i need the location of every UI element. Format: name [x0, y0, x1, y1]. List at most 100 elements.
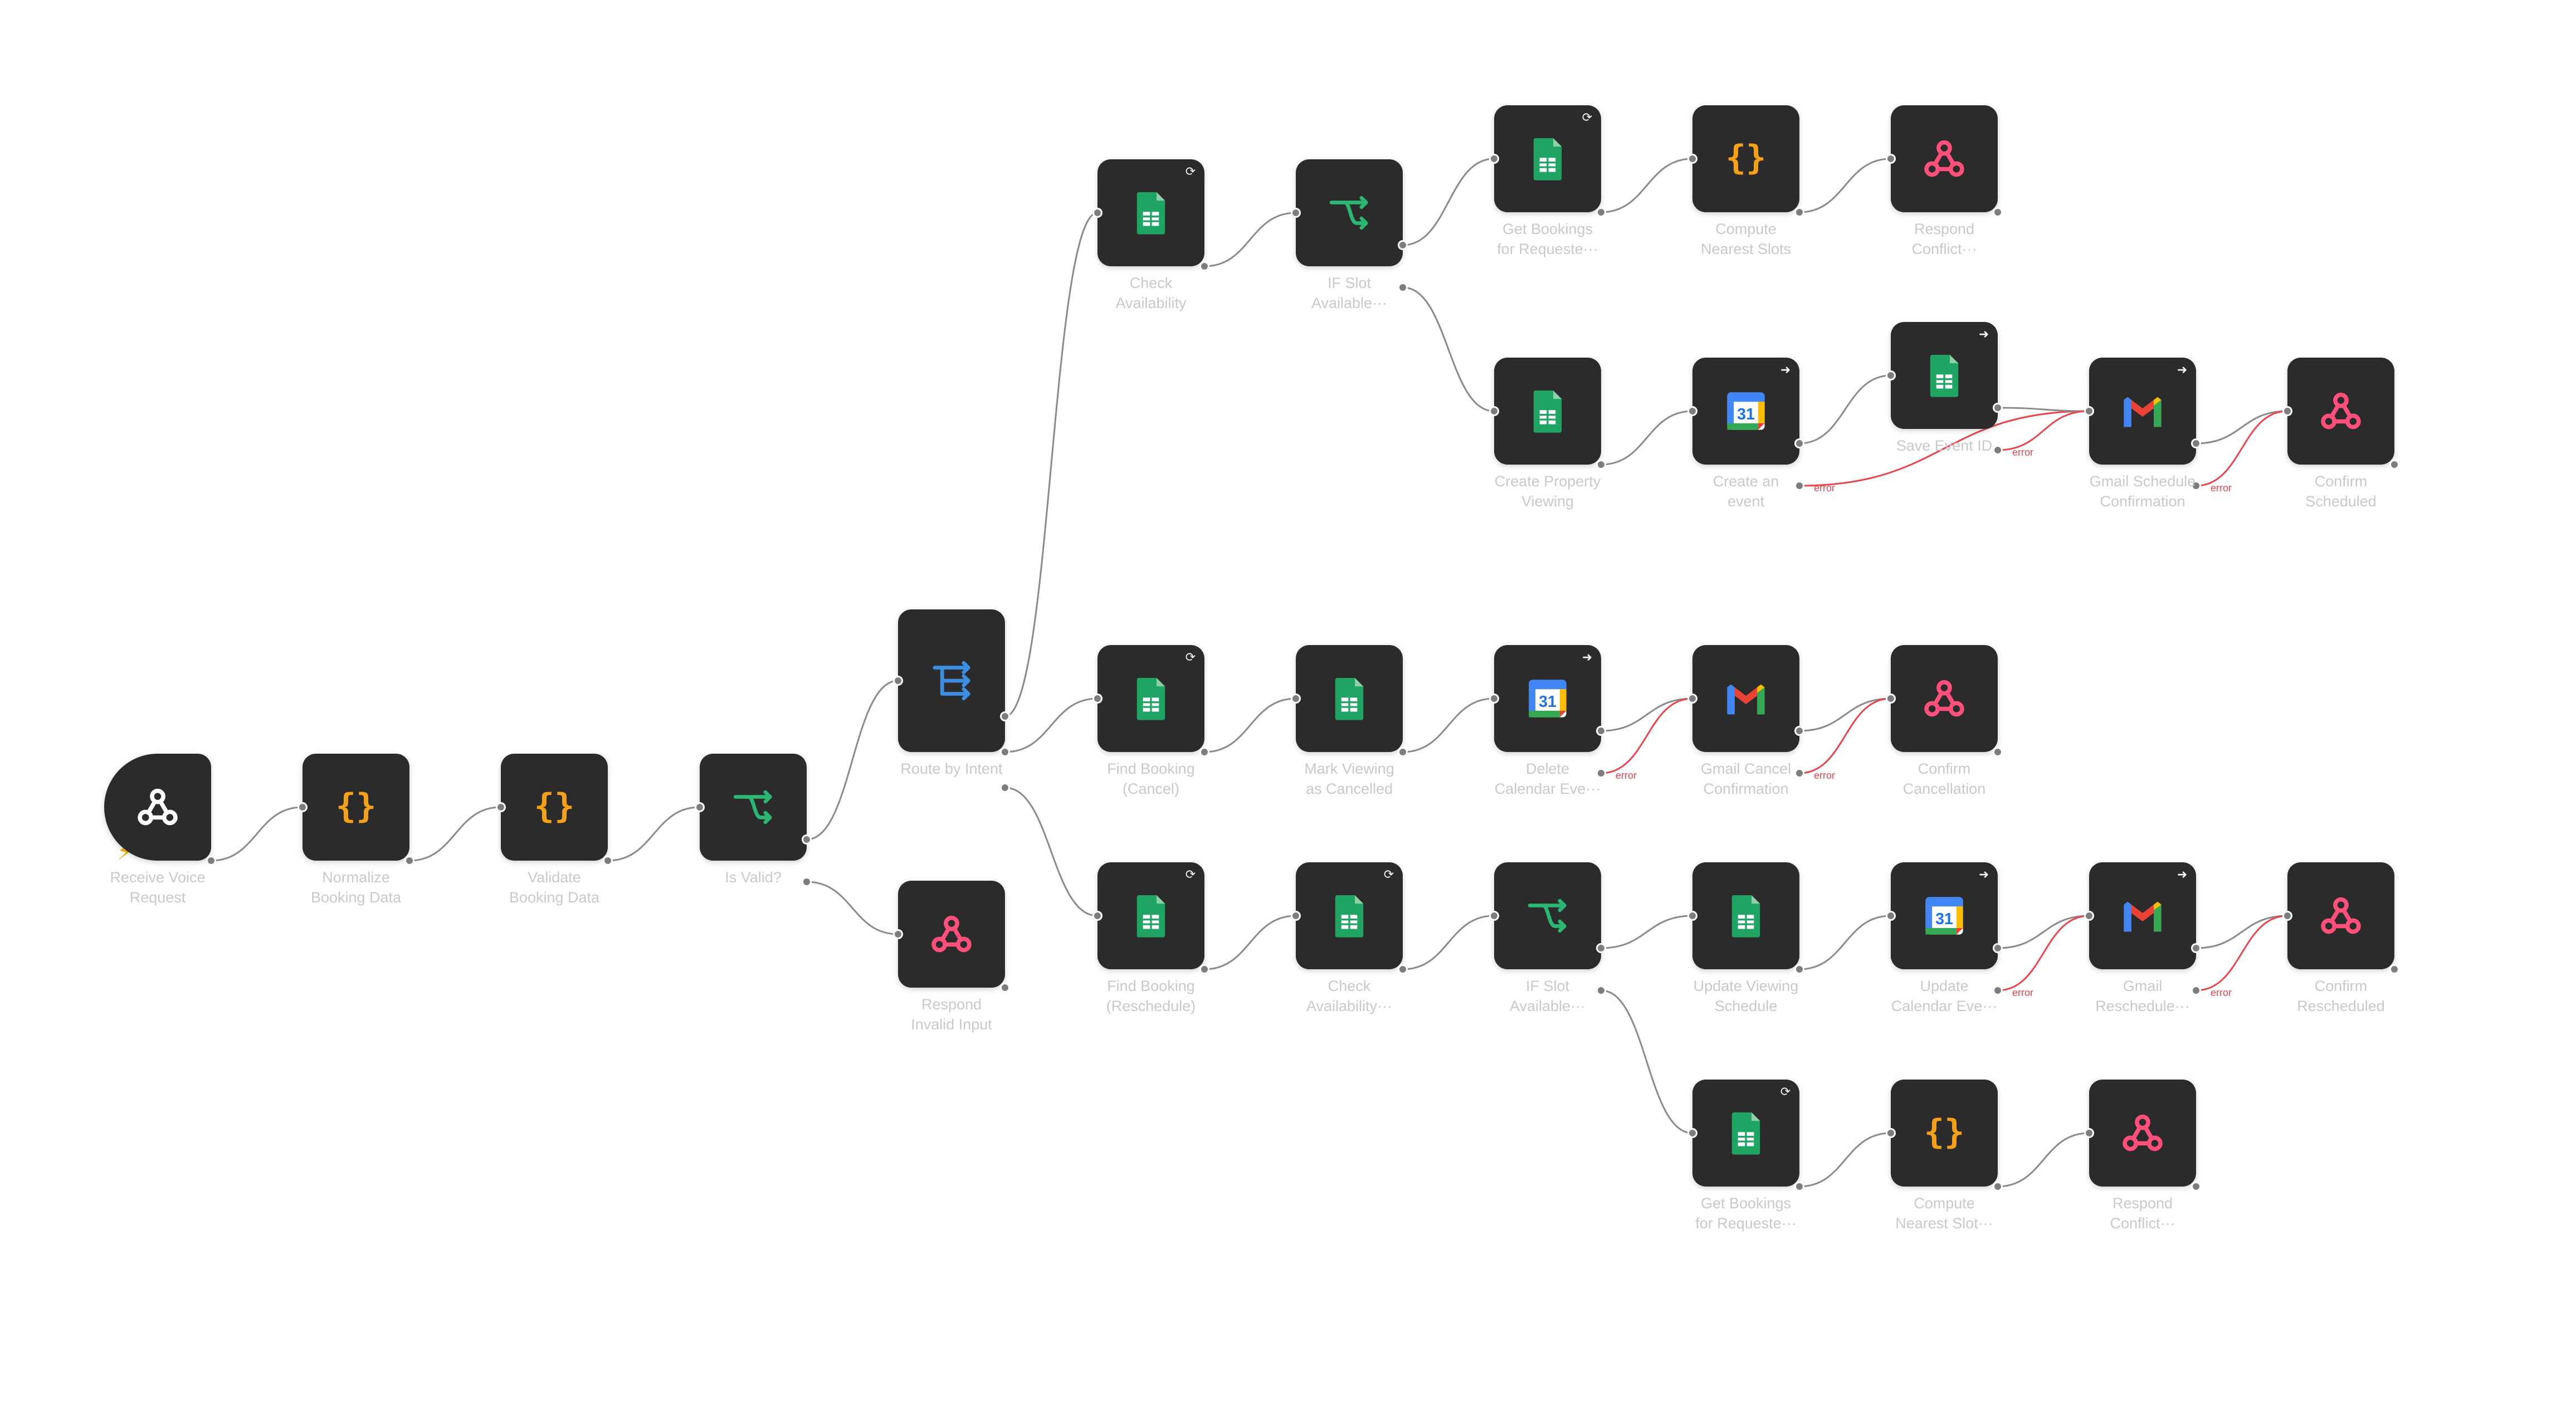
- output-handle[interactable]: [2191, 481, 2201, 491]
- output-handle[interactable]: [1993, 943, 2003, 953]
- output-handle[interactable]: [2191, 985, 2201, 995]
- output-handle[interactable]: [1398, 282, 1408, 292]
- node-updview[interactable]: [1692, 862, 1799, 969]
- output-handle[interactable]: [1398, 240, 1408, 250]
- input-handle[interactable]: [2084, 1128, 2094, 1138]
- input-handle[interactable]: [1886, 694, 1896, 704]
- connection[interactable]: [1997, 1132, 2090, 1188]
- error-connection[interactable]: [1601, 697, 1693, 774]
- node-normalize[interactable]: {}: [303, 754, 409, 861]
- input-handle[interactable]: [1489, 406, 1499, 416]
- node-validate[interactable]: {}: [501, 754, 608, 861]
- input-handle[interactable]: [1291, 911, 1301, 921]
- input-handle[interactable]: [1291, 694, 1301, 704]
- node-gmailsched[interactable]: ➜: [2089, 358, 2196, 465]
- connection[interactable]: [1402, 697, 1495, 753]
- output-handle[interactable]: [2389, 460, 2399, 470]
- node-saveevent[interactable]: ➜: [1891, 322, 1998, 429]
- input-handle[interactable]: [1687, 154, 1697, 164]
- node-gmailresched[interactable]: ➜: [2089, 862, 2196, 969]
- connection[interactable]: [1004, 787, 1098, 917]
- connection[interactable]: [1402, 915, 1495, 970]
- output-handle[interactable]: [1596, 207, 1606, 217]
- output-handle[interactable]: [1000, 711, 1010, 721]
- node-confsched[interactable]: [2287, 358, 2394, 465]
- connection[interactable]: [2196, 410, 2288, 445]
- output-handle[interactable]: [1000, 783, 1010, 793]
- error-connection[interactable]: [1997, 915, 2090, 992]
- output-handle[interactable]: [1794, 768, 1804, 778]
- connection[interactable]: [1004, 697, 1098, 753]
- output-handle[interactable]: [404, 856, 414, 866]
- input-handle[interactable]: [1092, 911, 1102, 921]
- connection[interactable]: [1004, 212, 1098, 717]
- node-getbook2[interactable]: ⟳: [1692, 1080, 1799, 1187]
- output-handle[interactable]: [2191, 438, 2201, 448]
- output-handle[interactable]: [1993, 207, 2003, 217]
- input-handle[interactable]: [2084, 911, 2094, 921]
- node-nearest1[interactable]: {}: [1692, 105, 1799, 212]
- node-findcancel[interactable]: ⟳: [1097, 645, 1204, 752]
- error-connection[interactable]: [1799, 410, 2090, 487]
- output-handle[interactable]: [1794, 1182, 1804, 1192]
- input-handle[interactable]: [1886, 154, 1896, 164]
- input-handle[interactable]: [1886, 370, 1896, 380]
- node-markcancel[interactable]: [1296, 645, 1403, 752]
- node-updcal[interactable]: 31➜: [1891, 862, 1998, 969]
- input-handle[interactable]: [1489, 911, 1499, 921]
- node-conflict2[interactable]: [2089, 1080, 2196, 1187]
- node-deletecal[interactable]: 31➜: [1494, 645, 1601, 752]
- connection[interactable]: [1601, 158, 1693, 213]
- node-confcancel[interactable]: [1891, 645, 1998, 752]
- output-handle[interactable]: [802, 834, 812, 844]
- output-handle[interactable]: [1596, 768, 1606, 778]
- node-ifslot1[interactable]: [1296, 159, 1403, 266]
- input-handle[interactable]: [2282, 911, 2292, 921]
- connection[interactable]: [1402, 286, 1495, 412]
- error-connection[interactable]: [2196, 410, 2288, 487]
- input-handle[interactable]: [2282, 406, 2292, 416]
- output-handle[interactable]: [1596, 460, 1606, 470]
- node-findresched[interactable]: ⟳: [1097, 862, 1204, 969]
- input-handle[interactable]: [1489, 154, 1499, 164]
- node-createview[interactable]: [1494, 358, 1601, 465]
- connection[interactable]: [1402, 158, 1495, 246]
- output-handle[interactable]: [1794, 726, 1804, 736]
- connection[interactable]: [2196, 915, 2288, 949]
- output-handle[interactable]: [1398, 747, 1408, 757]
- connection[interactable]: [1799, 158, 1891, 213]
- node-route[interactable]: [898, 609, 1005, 752]
- input-handle[interactable]: [695, 802, 705, 812]
- node-conflict1[interactable]: [1891, 105, 1998, 212]
- error-connection[interactable]: [2196, 915, 2288, 992]
- connection[interactable]: [1601, 697, 1693, 732]
- output-handle[interactable]: [1993, 445, 2003, 455]
- output-handle[interactable]: [603, 856, 613, 866]
- input-handle[interactable]: [1092, 694, 1102, 704]
- connection[interactable]: [1204, 915, 1296, 970]
- input-handle[interactable]: [1886, 1128, 1896, 1138]
- connection[interactable]: [607, 806, 700, 862]
- output-handle[interactable]: [802, 877, 812, 887]
- input-handle[interactable]: [1687, 406, 1697, 416]
- input-handle[interactable]: [1687, 1128, 1697, 1138]
- connection[interactable]: [1997, 407, 2090, 412]
- node-check2[interactable]: ⟳: [1296, 862, 1403, 969]
- output-handle[interactable]: [1596, 985, 1606, 995]
- output-handle[interactable]: [1199, 964, 1209, 974]
- node-ifslot2[interactable]: [1494, 862, 1601, 969]
- output-handle[interactable]: [1794, 207, 1804, 217]
- input-handle[interactable]: [1687, 911, 1697, 921]
- input-handle[interactable]: [1092, 208, 1102, 218]
- error-connection[interactable]: [1799, 697, 1891, 774]
- input-handle[interactable]: [893, 676, 903, 686]
- node-check1[interactable]: ⟳: [1097, 159, 1204, 266]
- node-getbook1[interactable]: ⟳: [1494, 105, 1601, 212]
- input-handle[interactable]: [1886, 911, 1896, 921]
- error-connection[interactable]: [1997, 410, 2090, 451]
- output-handle[interactable]: [1596, 943, 1606, 953]
- input-handle[interactable]: [1687, 694, 1697, 704]
- output-handle[interactable]: [1398, 964, 1408, 974]
- connection[interactable]: [1601, 915, 1693, 949]
